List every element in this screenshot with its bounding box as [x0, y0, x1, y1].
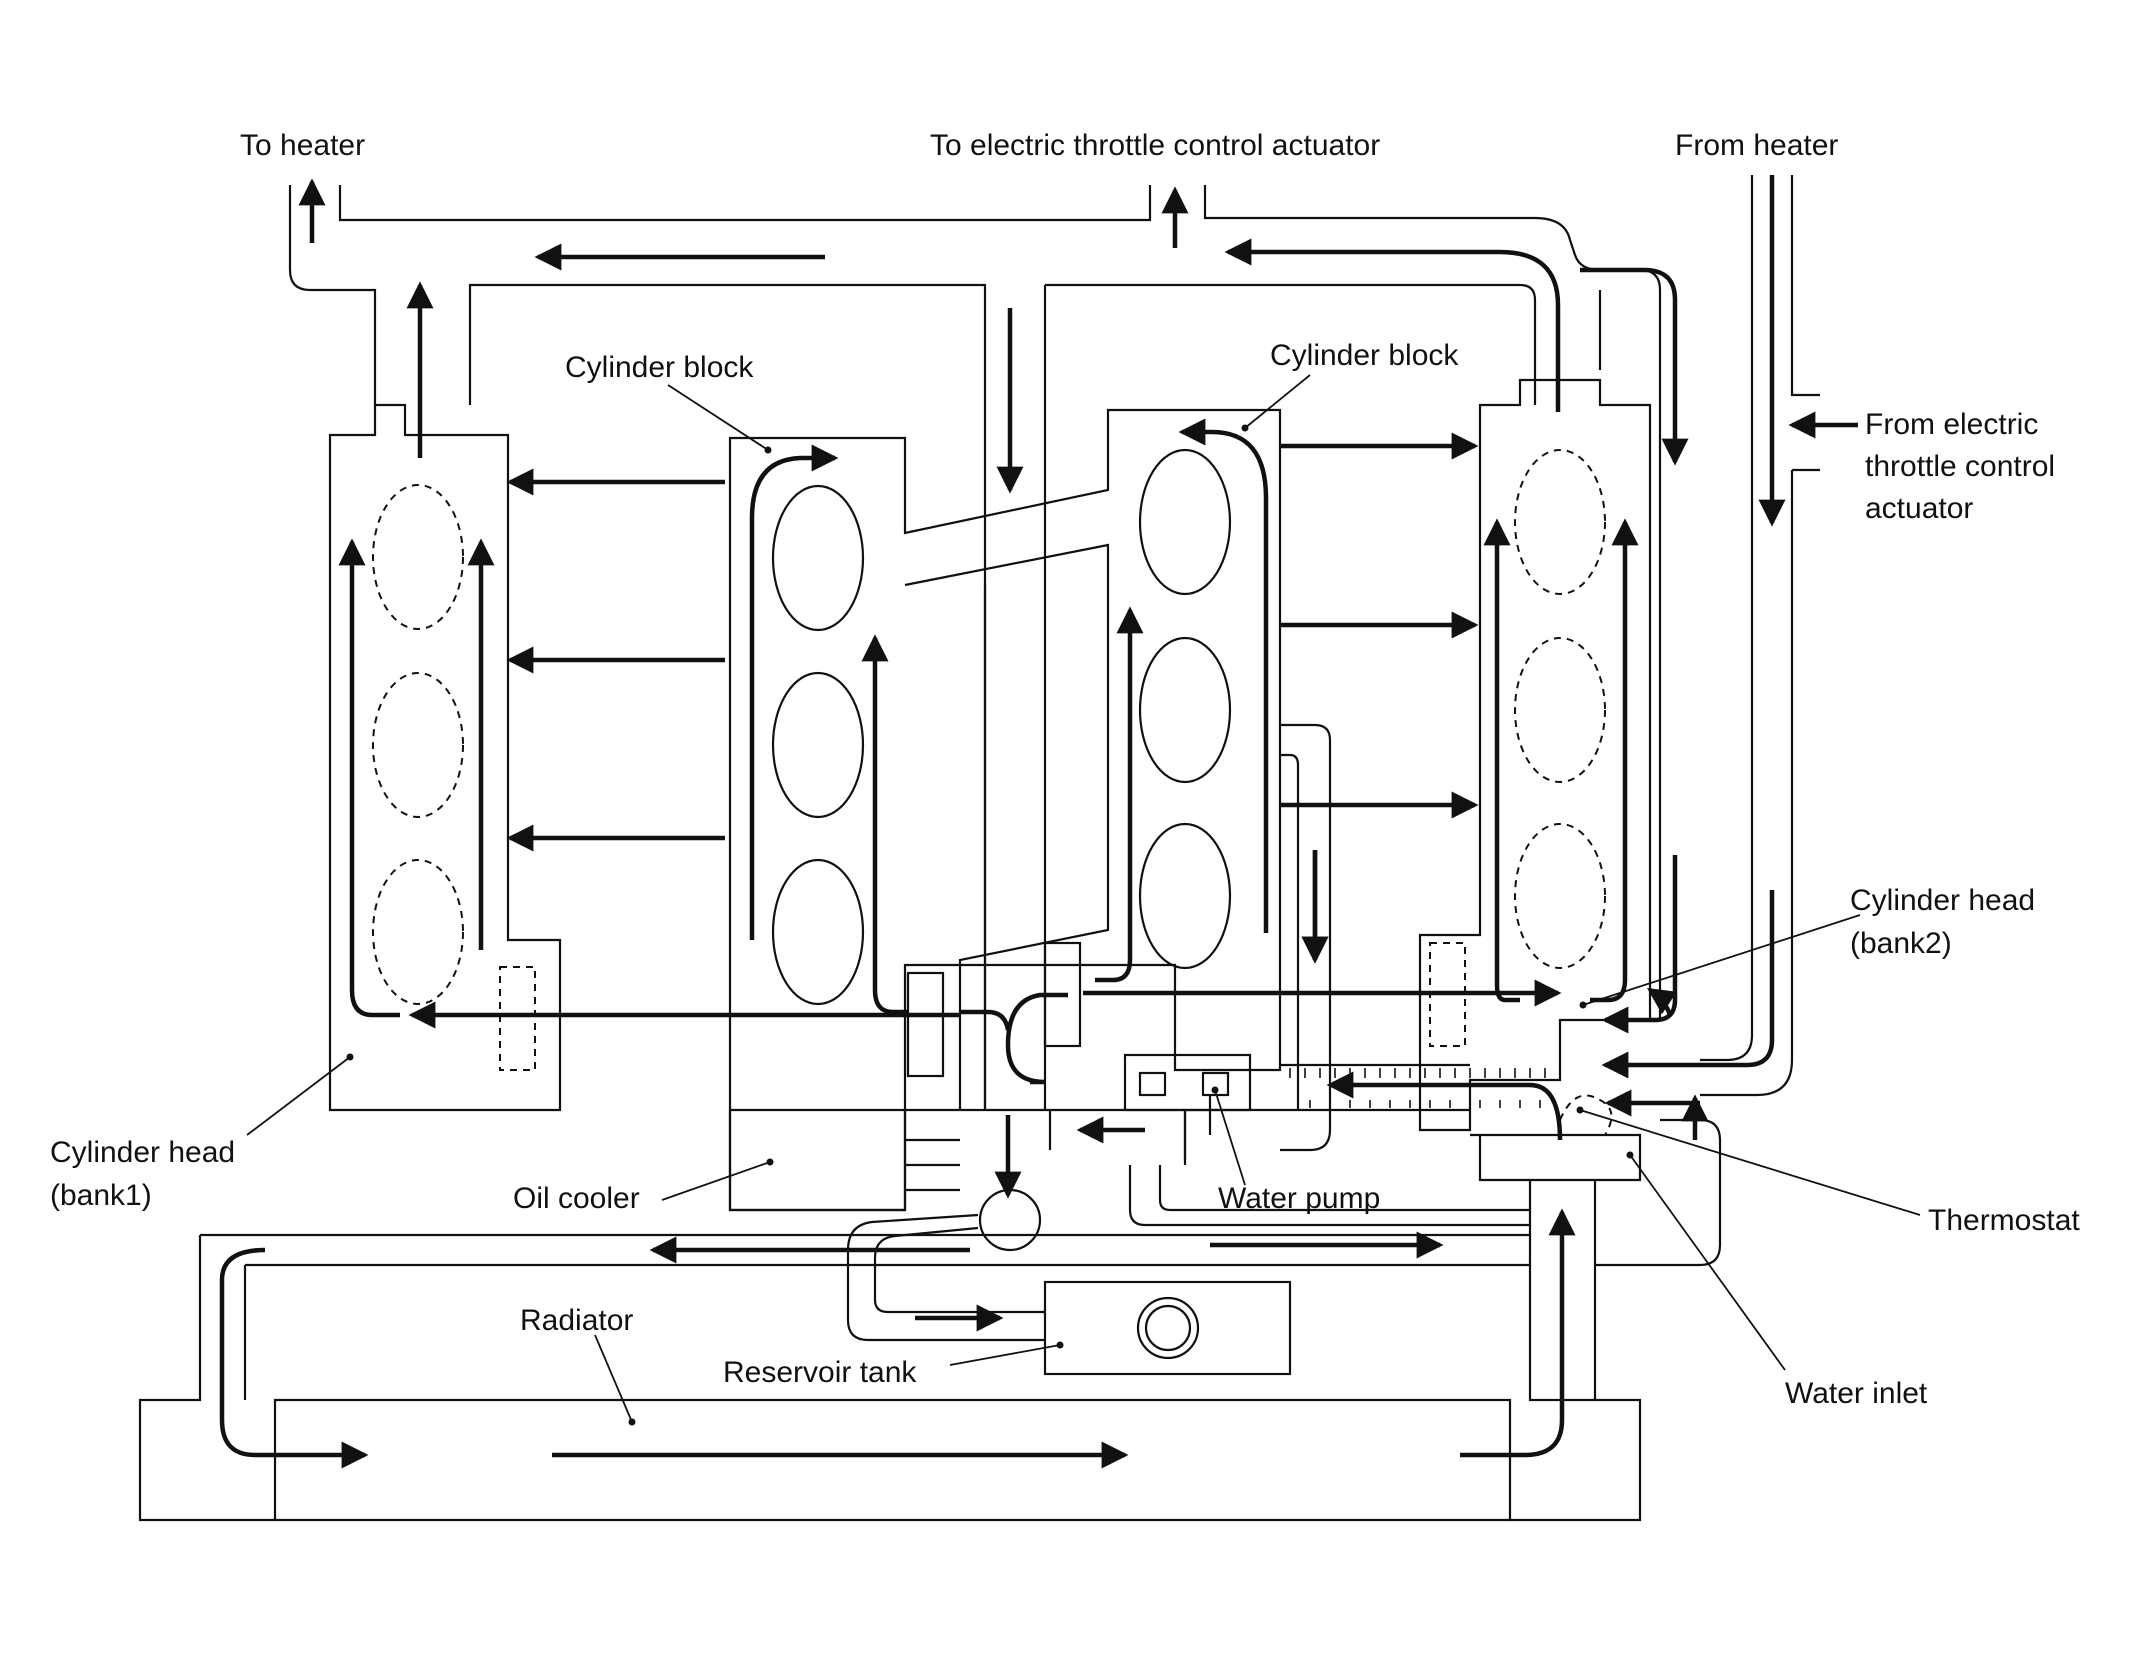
- lower-hose: [1128, 1165, 1530, 1227]
- bank2-cylinders: [1429, 449, 1606, 1047]
- block-lower-channels: [905, 1108, 1280, 1192]
- coolant-flow-arrows: [219, 175, 1858, 1469]
- label-water-inlet: Water inlet: [1785, 1377, 1928, 1410]
- radiator-body: [138, 1233, 1530, 1522]
- pump-bypass-pipe: [1280, 723, 1332, 1152]
- label-thermostat: Thermostat: [1928, 1204, 2080, 1237]
- bank2-outlet-pipe: [1203, 185, 1662, 1020]
- label-from-heater: From heater: [1675, 129, 1838, 162]
- water-pump-impeller-b: [1201, 1071, 1230, 1097]
- label-cylinder-head-bank1-1: Cylinder head: [50, 1136, 235, 1169]
- water-pump-shaft: [1183, 1095, 1212, 1165]
- water-pump-impeller-a: [1138, 1071, 1167, 1097]
- radiator-cap: [978, 1188, 1042, 1252]
- thermostat-element: [1559, 1094, 1613, 1136]
- leader-lines: [246, 374, 1921, 1426]
- label-cylinder-block-left: Cylinder block: [565, 351, 754, 384]
- label-oil-cooler: Oil cooler: [513, 1182, 640, 1215]
- label-from-etc-2: throttle control: [1865, 450, 2055, 483]
- thermostat-housing: [1470, 1133, 1642, 1210]
- label-cylinder-head-bank2-1: Cylinder head: [1850, 884, 2035, 917]
- block-valley: [904, 283, 1537, 1110]
- label-water-pump: Water pump: [1218, 1182, 1380, 1215]
- right-block-cylinders: [1043, 448, 1232, 1048]
- label-reservoir-tank: Reservoir tank: [723, 1356, 917, 1389]
- label-cylinder-block-right: Cylinder block: [1270, 339, 1459, 372]
- label-from-etc-3: actuator: [1865, 492, 1973, 525]
- label-cylinder-head-bank1-2: (bank1): [50, 1179, 152, 1212]
- water-pump-body: [1123, 1053, 1252, 1112]
- left-block-cylinders: [771, 484, 945, 1078]
- label-from-etc-1: From electric: [1865, 408, 2038, 441]
- cylinder-block-left: [728, 408, 1282, 1212]
- label-to-etc-actuator: To electric throttle control actuator: [930, 129, 1380, 162]
- reservoir-cap-inner: [1144, 1304, 1192, 1352]
- pump-to-thermostat: [1280, 1063, 1470, 1112]
- label-to-heater: To heater: [240, 129, 365, 162]
- reservoir-cap-outer: [1136, 1296, 1200, 1360]
- label-cylinder-head-bank2-2: (bank2): [1850, 927, 1952, 960]
- bank1-cylinders: [372, 484, 536, 1071]
- reservoir-hose: [846, 1213, 1045, 1342]
- label-radiator: Radiator: [520, 1304, 633, 1337]
- oil-cooler-body: [728, 1108, 960, 1212]
- cylinder-head-bank2: [1418, 378, 1652, 1132]
- reservoir-tank: [1043, 1280, 1292, 1376]
- from-heater-pipe: [1700, 175, 1820, 1097]
- cylinder-head-bank1: [328, 403, 562, 1112]
